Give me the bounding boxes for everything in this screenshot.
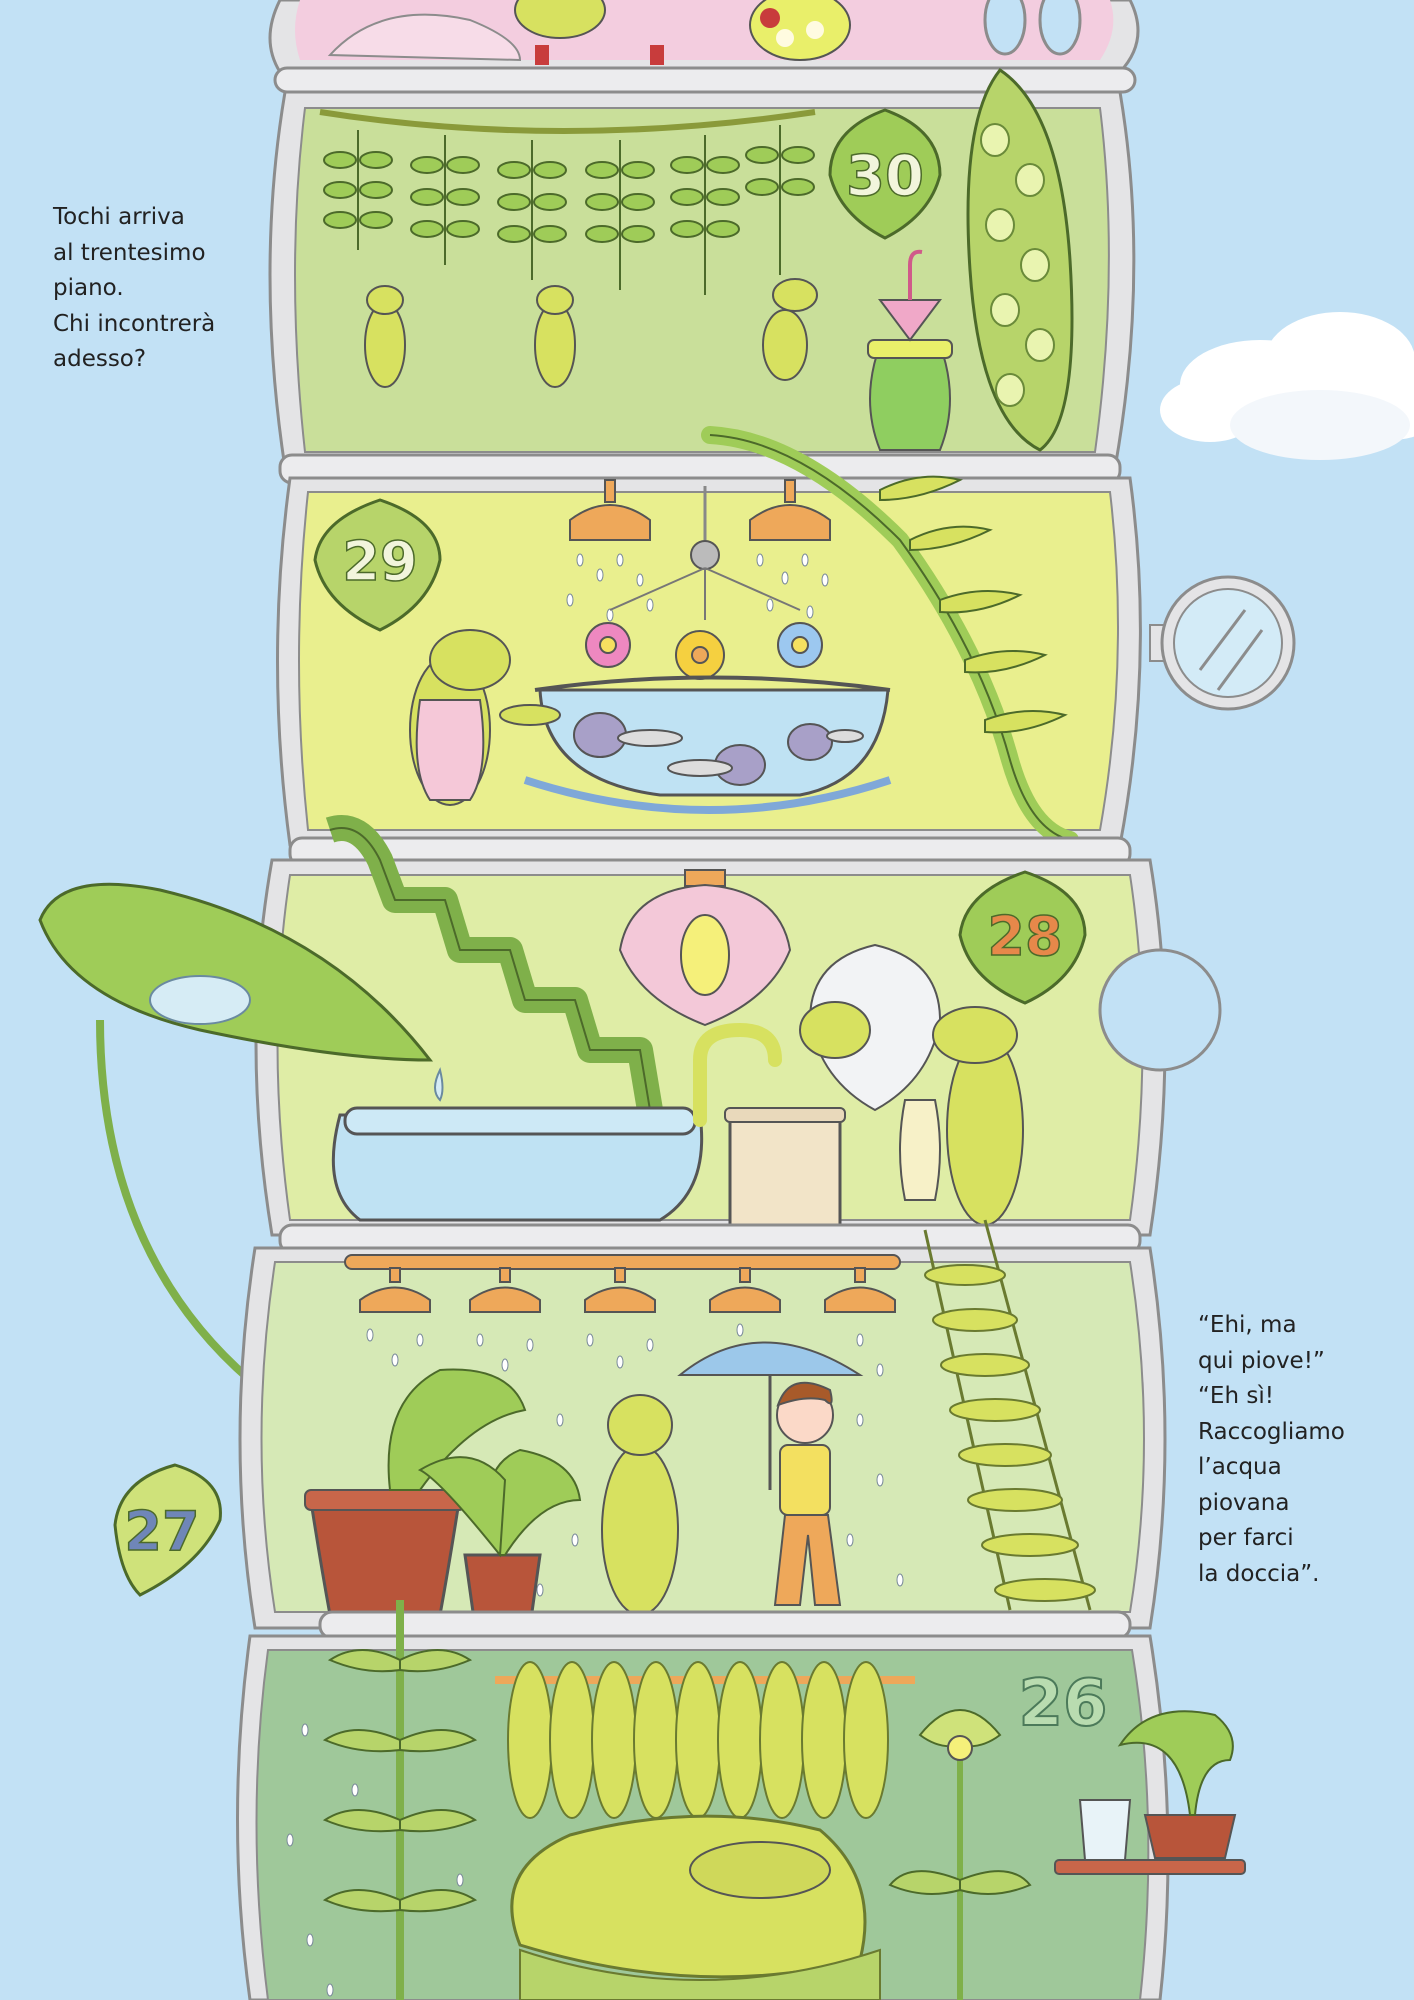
- dialogue-line: piovana: [1198, 1489, 1290, 1516]
- floor-27: 27: [113, 1219, 1167, 1630]
- floor-30-number: 30: [846, 144, 924, 209]
- floor-28-number-leaf: [958, 870, 1087, 1005]
- dialogue-line: qui piove!”: [1198, 1347, 1325, 1374]
- slab: [318, 1610, 1132, 1640]
- floor-26-number: 26: [1018, 1667, 1107, 1741]
- intro-caption: Tochi arriva al trentesimo piano. Chi in…: [53, 200, 215, 378]
- dialogue-line: l’acqua: [1198, 1454, 1282, 1480]
- floor-30: 30: [268, 67, 1136, 470]
- floor-29-number: 29: [342, 530, 417, 593]
- floor-29-number-leaf: [313, 498, 442, 632]
- outside-shelf: [1054, 1710, 1246, 1875]
- floor-29: 29: [276, 426, 1142, 849]
- dialogue-line: Raccogliamo: [1198, 1418, 1345, 1445]
- dialogue-line: la doccia”.: [1198, 1560, 1320, 1587]
- floor-27-number-leaf: [113, 1463, 222, 1597]
- dialogue-caption: “Ehi, ma qui piove!” “Eh sì! Raccogliamo…: [1198, 1308, 1345, 1592]
- dialogue-line: per farci: [1198, 1525, 1294, 1551]
- intro-line: adesso?: [53, 346, 147, 372]
- floor-27-number: 27: [124, 1500, 199, 1563]
- intro-line: piano.: [53, 275, 124, 301]
- floor-30-number-leaf: [828, 108, 942, 240]
- dialogue-line: “Ehi, ma: [1198, 1312, 1297, 1338]
- floor-28: 28: [38, 815, 1222, 1237]
- floor-31-partial: [268, 0, 1140, 74]
- intro-line: Chi incontrerà: [53, 310, 216, 337]
- intro-line: Tochi arriva: [53, 204, 185, 230]
- floor-26: 26: [236, 1600, 1170, 2000]
- cloud: [1160, 312, 1414, 460]
- floor-28-number: 28: [987, 905, 1062, 968]
- dialogue-line: “Eh sì!: [1198, 1383, 1274, 1409]
- round-mirror: [1149, 575, 1296, 711]
- intro-line: al trentesimo: [53, 239, 206, 266]
